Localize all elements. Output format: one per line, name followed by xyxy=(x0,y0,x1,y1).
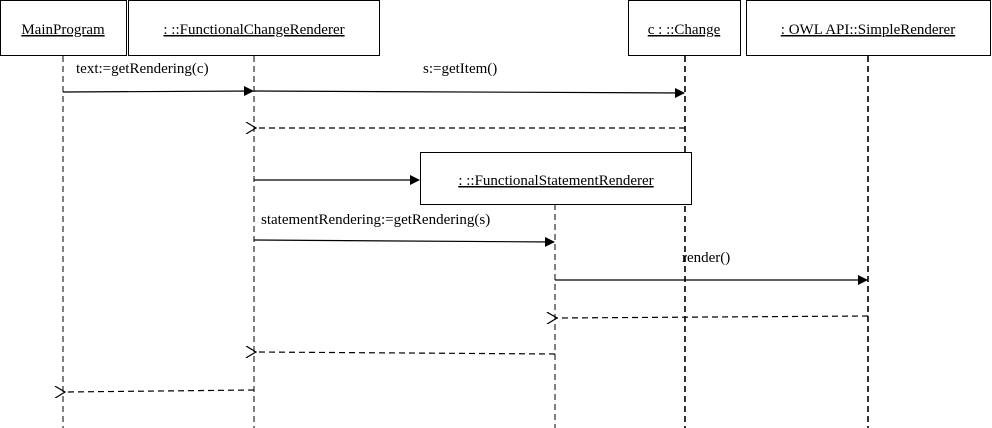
object-simple-renderer-label: : OWL API::SimpleRenderer xyxy=(781,22,955,38)
message-get-item-arrow xyxy=(253,87,685,98)
object-functional-change-renderer-label: : ::FunctionalChangeRenderer xyxy=(163,22,344,38)
object-simple-renderer: : OWL API::SimpleRenderer xyxy=(746,0,991,56)
return-from-simple-renderer-arrow xyxy=(557,316,869,318)
message-get-rendering-s-label: statementRendering:=getRendering(s) xyxy=(261,212,490,228)
message-get-rendering-s-arrow xyxy=(253,236,555,247)
message-render-label: render() xyxy=(682,250,730,266)
object-functional-statement-renderer: : ::FunctionalStatementRenderer xyxy=(420,152,692,205)
object-functional-statement-renderer-label: : ::FunctionalStatementRenderer xyxy=(458,173,653,189)
object-change: c : ::Change xyxy=(628,0,741,56)
message-get-item-label: s:=getItem() xyxy=(423,61,497,77)
return-from-statement-renderer-arrow xyxy=(256,352,556,354)
message-get-rendering-c-label: text:=getRendering(c) xyxy=(76,61,209,77)
message-get-rendering-c-arrow xyxy=(62,86,254,97)
object-main-program: MainProgram xyxy=(0,0,127,56)
object-main-program-label: MainProgram xyxy=(21,22,105,38)
return-to-main-program-arrow xyxy=(65,390,255,392)
object-change-label: c : ::Change xyxy=(648,22,721,38)
object-functional-change-renderer: : ::FunctionalChangeRenderer xyxy=(128,0,380,56)
